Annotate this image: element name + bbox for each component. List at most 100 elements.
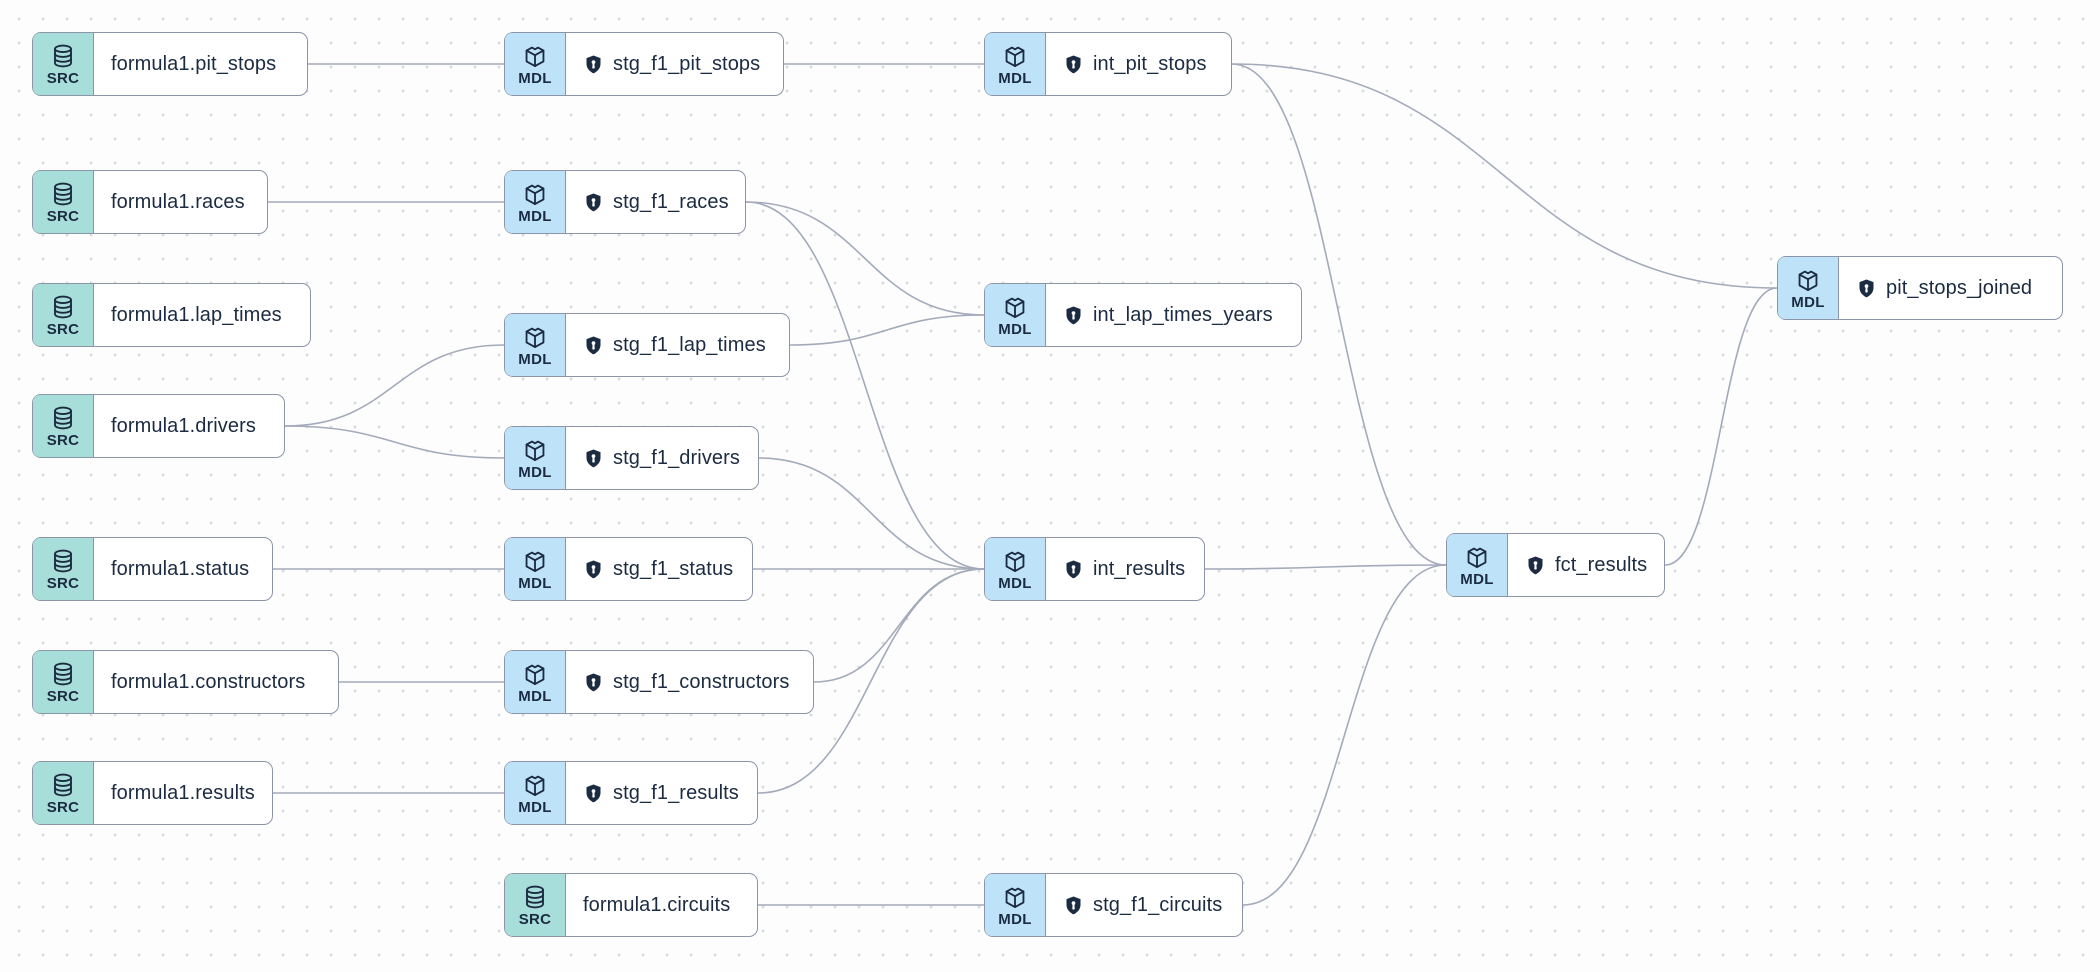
node-stg-f1-races[interactable]: MDL stg_f1_races — [504, 170, 746, 234]
lineage-edge-stg-f1-races-to-int-results — [745, 201, 985, 570]
node-type-badge: MDL — [505, 314, 566, 376]
node-name: stg_f1_status — [613, 557, 734, 580]
node-type-label: MDL — [518, 350, 552, 368]
package-icon — [1002, 294, 1028, 320]
node-type-label: SRC — [46, 798, 80, 816]
database-icon — [50, 405, 76, 431]
node-name: formula1.drivers — [111, 414, 256, 437]
node-pit-stops-joined[interactable]: MDL pit_stops_joined — [1777, 256, 2063, 320]
shield-icon — [583, 672, 604, 693]
node-formula1-circuits[interactable]: SRC formula1.circuits — [504, 873, 758, 937]
node-body: stg_f1_lap_times — [566, 314, 789, 376]
database-icon — [50, 43, 76, 69]
node-body: formula1.results — [94, 762, 272, 824]
node-stg-f1-pit-stops[interactable]: MDL stg_f1_pit_stops — [504, 32, 784, 96]
node-name: fct_results — [1555, 553, 1648, 576]
package-icon — [1464, 544, 1490, 570]
database-icon — [50, 661, 76, 687]
node-name: int_pit_stops — [1093, 52, 1207, 75]
lineage-edge-stg-f1-constructors-to-int-results — [813, 568, 985, 683]
node-type-badge: MDL — [505, 538, 566, 600]
node-name: stg_f1_pit_stops — [613, 52, 761, 75]
node-body: formula1.circuits — [566, 874, 757, 936]
node-type-badge: SRC — [33, 538, 94, 600]
node-type-label: MDL — [998, 574, 1032, 592]
node-type-label: SRC — [46, 207, 80, 225]
node-name: formula1.constructors — [111, 670, 306, 693]
node-formula1-drivers[interactable]: SRC formula1.drivers — [32, 394, 285, 458]
package-icon — [1002, 43, 1028, 69]
node-fct-results[interactable]: MDL fct_results — [1446, 533, 1665, 597]
node-formula1-results[interactable]: SRC formula1.results — [32, 761, 273, 825]
node-stg-f1-circuits[interactable]: MDL stg_f1_circuits — [984, 873, 1243, 937]
node-stg-f1-status[interactable]: MDL stg_f1_status — [504, 537, 753, 601]
node-name: stg_f1_constructors — [613, 670, 790, 693]
node-body: stg_f1_pit_stops — [566, 33, 783, 95]
node-body: pit_stops_joined — [1839, 257, 2062, 319]
node-type-label: MDL — [998, 69, 1032, 87]
node-type-label: MDL — [518, 69, 552, 87]
shield-icon — [1063, 54, 1084, 75]
node-stg-f1-drivers[interactable]: MDL stg_f1_drivers — [504, 426, 759, 490]
node-type-label: SRC — [46, 431, 80, 449]
node-type-badge: MDL — [505, 33, 566, 95]
node-name: pit_stops_joined — [1886, 276, 2033, 299]
node-body: int_lap_times_years — [1046, 284, 1301, 346]
shield-icon — [583, 335, 604, 356]
node-int-lap-times-years[interactable]: MDL int_lap_times_years — [984, 283, 1302, 347]
database-icon — [50, 772, 76, 798]
package-icon — [522, 661, 548, 687]
node-name: stg_f1_drivers — [613, 446, 741, 469]
package-icon — [1002, 884, 1028, 910]
node-type-badge: SRC — [33, 651, 94, 713]
package-icon — [522, 548, 548, 574]
lineage-edge-stg-f1-races-to-int-lap-times-years — [745, 201, 985, 316]
node-stg-f1-results[interactable]: MDL stg_f1_results — [504, 761, 758, 825]
node-int-results[interactable]: MDL int_results — [984, 537, 1205, 601]
node-type-badge: MDL — [1447, 534, 1508, 596]
node-type-badge: MDL — [1778, 257, 1839, 319]
shield-icon — [583, 192, 604, 213]
node-name: formula1.circuits — [583, 893, 731, 916]
node-body: stg_f1_constructors — [566, 651, 813, 713]
lineage-edge-fct-results-to-pit-stops-joined — [1664, 287, 1778, 566]
node-type-label: SRC — [46, 69, 80, 87]
package-icon — [522, 324, 548, 350]
node-formula1-pit-stops[interactable]: SRC formula1.pit_stops — [32, 32, 308, 96]
node-name: stg_f1_circuits — [1093, 893, 1223, 916]
node-formula1-status[interactable]: SRC formula1.status — [32, 537, 273, 601]
node-type-label: SRC — [46, 687, 80, 705]
node-body: formula1.drivers — [94, 395, 284, 457]
node-type-badge: MDL — [505, 762, 566, 824]
node-type-badge: SRC — [33, 762, 94, 824]
shield-icon — [1063, 305, 1084, 326]
node-formula1-constructors[interactable]: SRC formula1.constructors — [32, 650, 339, 714]
node-name: formula1.status — [111, 557, 250, 580]
shield-icon — [583, 54, 604, 75]
node-int-pit-stops[interactable]: MDL int_pit_stops — [984, 32, 1232, 96]
node-body: formula1.constructors — [94, 651, 338, 713]
shield-icon — [1063, 895, 1084, 916]
node-formula1-races[interactable]: SRC formula1.races — [32, 170, 268, 234]
node-formula1-lap-times[interactable]: SRC formula1.lap_times — [32, 283, 311, 347]
node-stg-f1-constructors[interactable]: MDL stg_f1_constructors — [504, 650, 814, 714]
package-icon — [1795, 267, 1821, 293]
node-body: stg_f1_races — [566, 171, 745, 233]
node-type-badge: SRC — [33, 284, 94, 346]
node-type-badge: MDL — [505, 651, 566, 713]
database-icon — [50, 548, 76, 574]
package-icon — [522, 181, 548, 207]
node-body: fct_results — [1508, 534, 1664, 596]
lineage-edge-stg-f1-results-to-int-results — [757, 568, 985, 794]
node-type-label: MDL — [518, 463, 552, 481]
node-body: stg_f1_circuits — [1046, 874, 1242, 936]
node-name: stg_f1_results — [613, 781, 739, 804]
lineage-edge-int-pit-stops-to-fct-results — [1231, 63, 1447, 566]
node-stg-f1-lap-times[interactable]: MDL stg_f1_lap_times — [504, 313, 790, 377]
node-type-label: MDL — [518, 574, 552, 592]
shield-icon — [1856, 278, 1877, 299]
node-type-label: MDL — [518, 207, 552, 225]
shield-icon — [1525, 555, 1546, 576]
node-type-badge: MDL — [505, 171, 566, 233]
